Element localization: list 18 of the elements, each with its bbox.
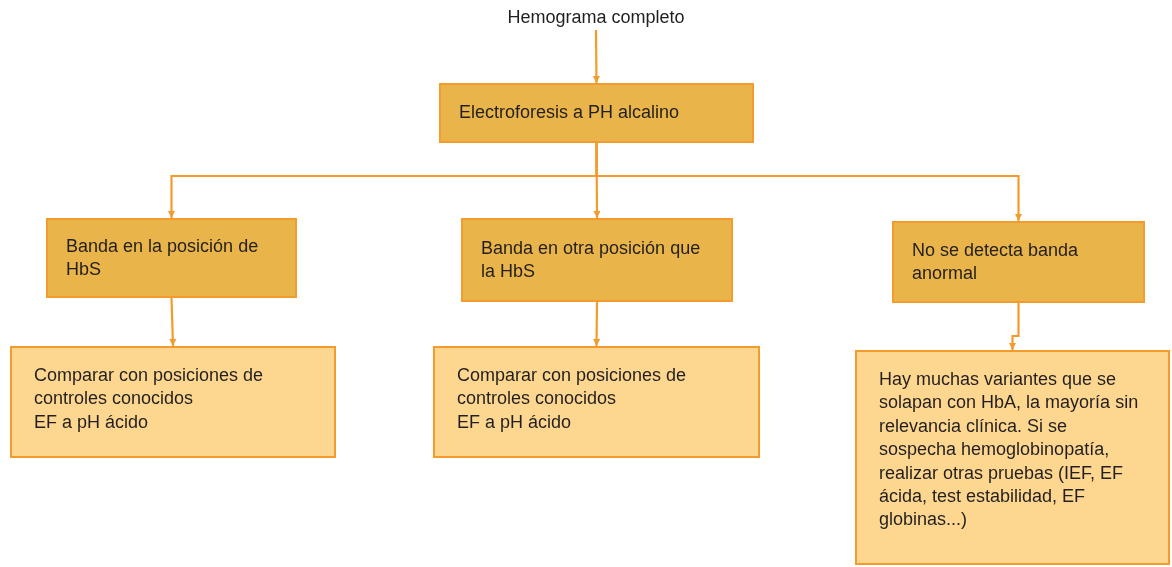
arrow (1009, 303, 1020, 350)
result-box (855, 350, 1170, 565)
box-text: EF a pH ácido (34, 410, 150, 434)
arrow (592, 30, 600, 83)
box-text: Comparar con posiciones de controles conocidos (34, 364, 265, 411)
box-text: EF a pH ácido (457, 410, 573, 434)
process-box: Electroforesis a PH alcalino (439, 83, 754, 143)
arrow (169, 297, 177, 347)
box-text: Comparar con posiciones de controles conocidos (457, 364, 688, 411)
process-box: Banda en la posición de HbS (46, 218, 297, 298)
start-label: Hemograma completo (470, 6, 722, 34)
box-text: Hay muchas variantes que se solapan con HbA, la mayoría sin relevancia clínica. Si se sospecha hemoglobinopatía, realizar otras pruebas (IEF, EF ácida, test estabilidad, EF globinas...) (879, 368, 1140, 532)
process-box: No se detecta banda anormal (892, 221, 1145, 303)
result-box (433, 346, 760, 458)
arrow (595, 143, 1022, 221)
process-box: Banda en otra posición que la HbS (461, 218, 733, 302)
result-box (10, 346, 336, 458)
arrow (593, 302, 601, 346)
